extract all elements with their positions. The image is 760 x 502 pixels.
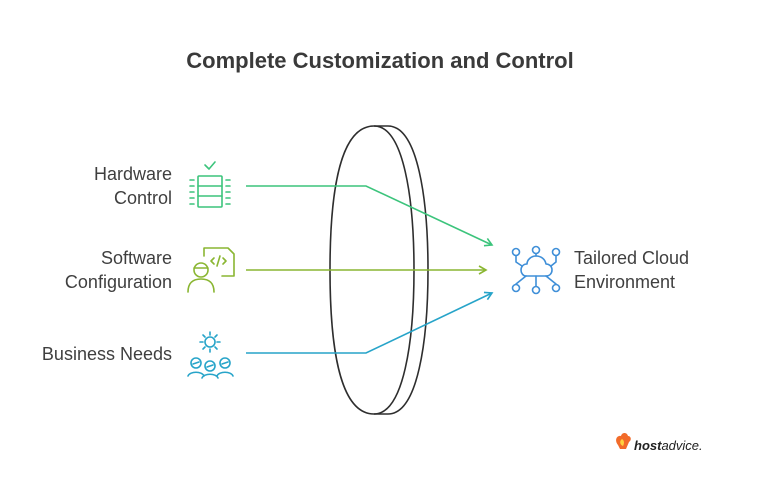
- arrow-hardware: [246, 185, 494, 247]
- label-software-configuration: Software Configuration: [65, 246, 172, 294]
- label-line: Hardware: [93, 164, 172, 184]
- label-business-needs: Business Needs: [42, 342, 172, 366]
- label-line: Environment: [574, 272, 676, 292]
- team-settings-icon: [187, 331, 234, 379]
- label-line: Tailored Cloud: [574, 248, 690, 268]
- label-line: Business Needs: [41, 344, 172, 364]
- brand-bold: host: [634, 437, 662, 453]
- label-line: Software: [100, 248, 172, 268]
- hostadvice-logo-icon: [616, 433, 631, 449]
- brand-wordmark: hostadvice.: [612, 433, 703, 457]
- brand-rest: advice.: [661, 437, 703, 453]
- label-hardware-control: Hardware Control: [94, 162, 172, 210]
- server-icon: [189, 161, 231, 208]
- diagram-title: Complete Customization and Control: [186, 48, 574, 73]
- arrow-business: [246, 291, 494, 354]
- label-line: Configuration: [64, 272, 172, 292]
- label-line: Control: [113, 188, 172, 208]
- cloud-network-icon: [511, 245, 561, 295]
- label-tailored-cloud-environment: Tailored Cloud Environment: [574, 246, 689, 294]
- brand-text: hostadvice.: [634, 438, 703, 453]
- developer-icon: [187, 247, 235, 293]
